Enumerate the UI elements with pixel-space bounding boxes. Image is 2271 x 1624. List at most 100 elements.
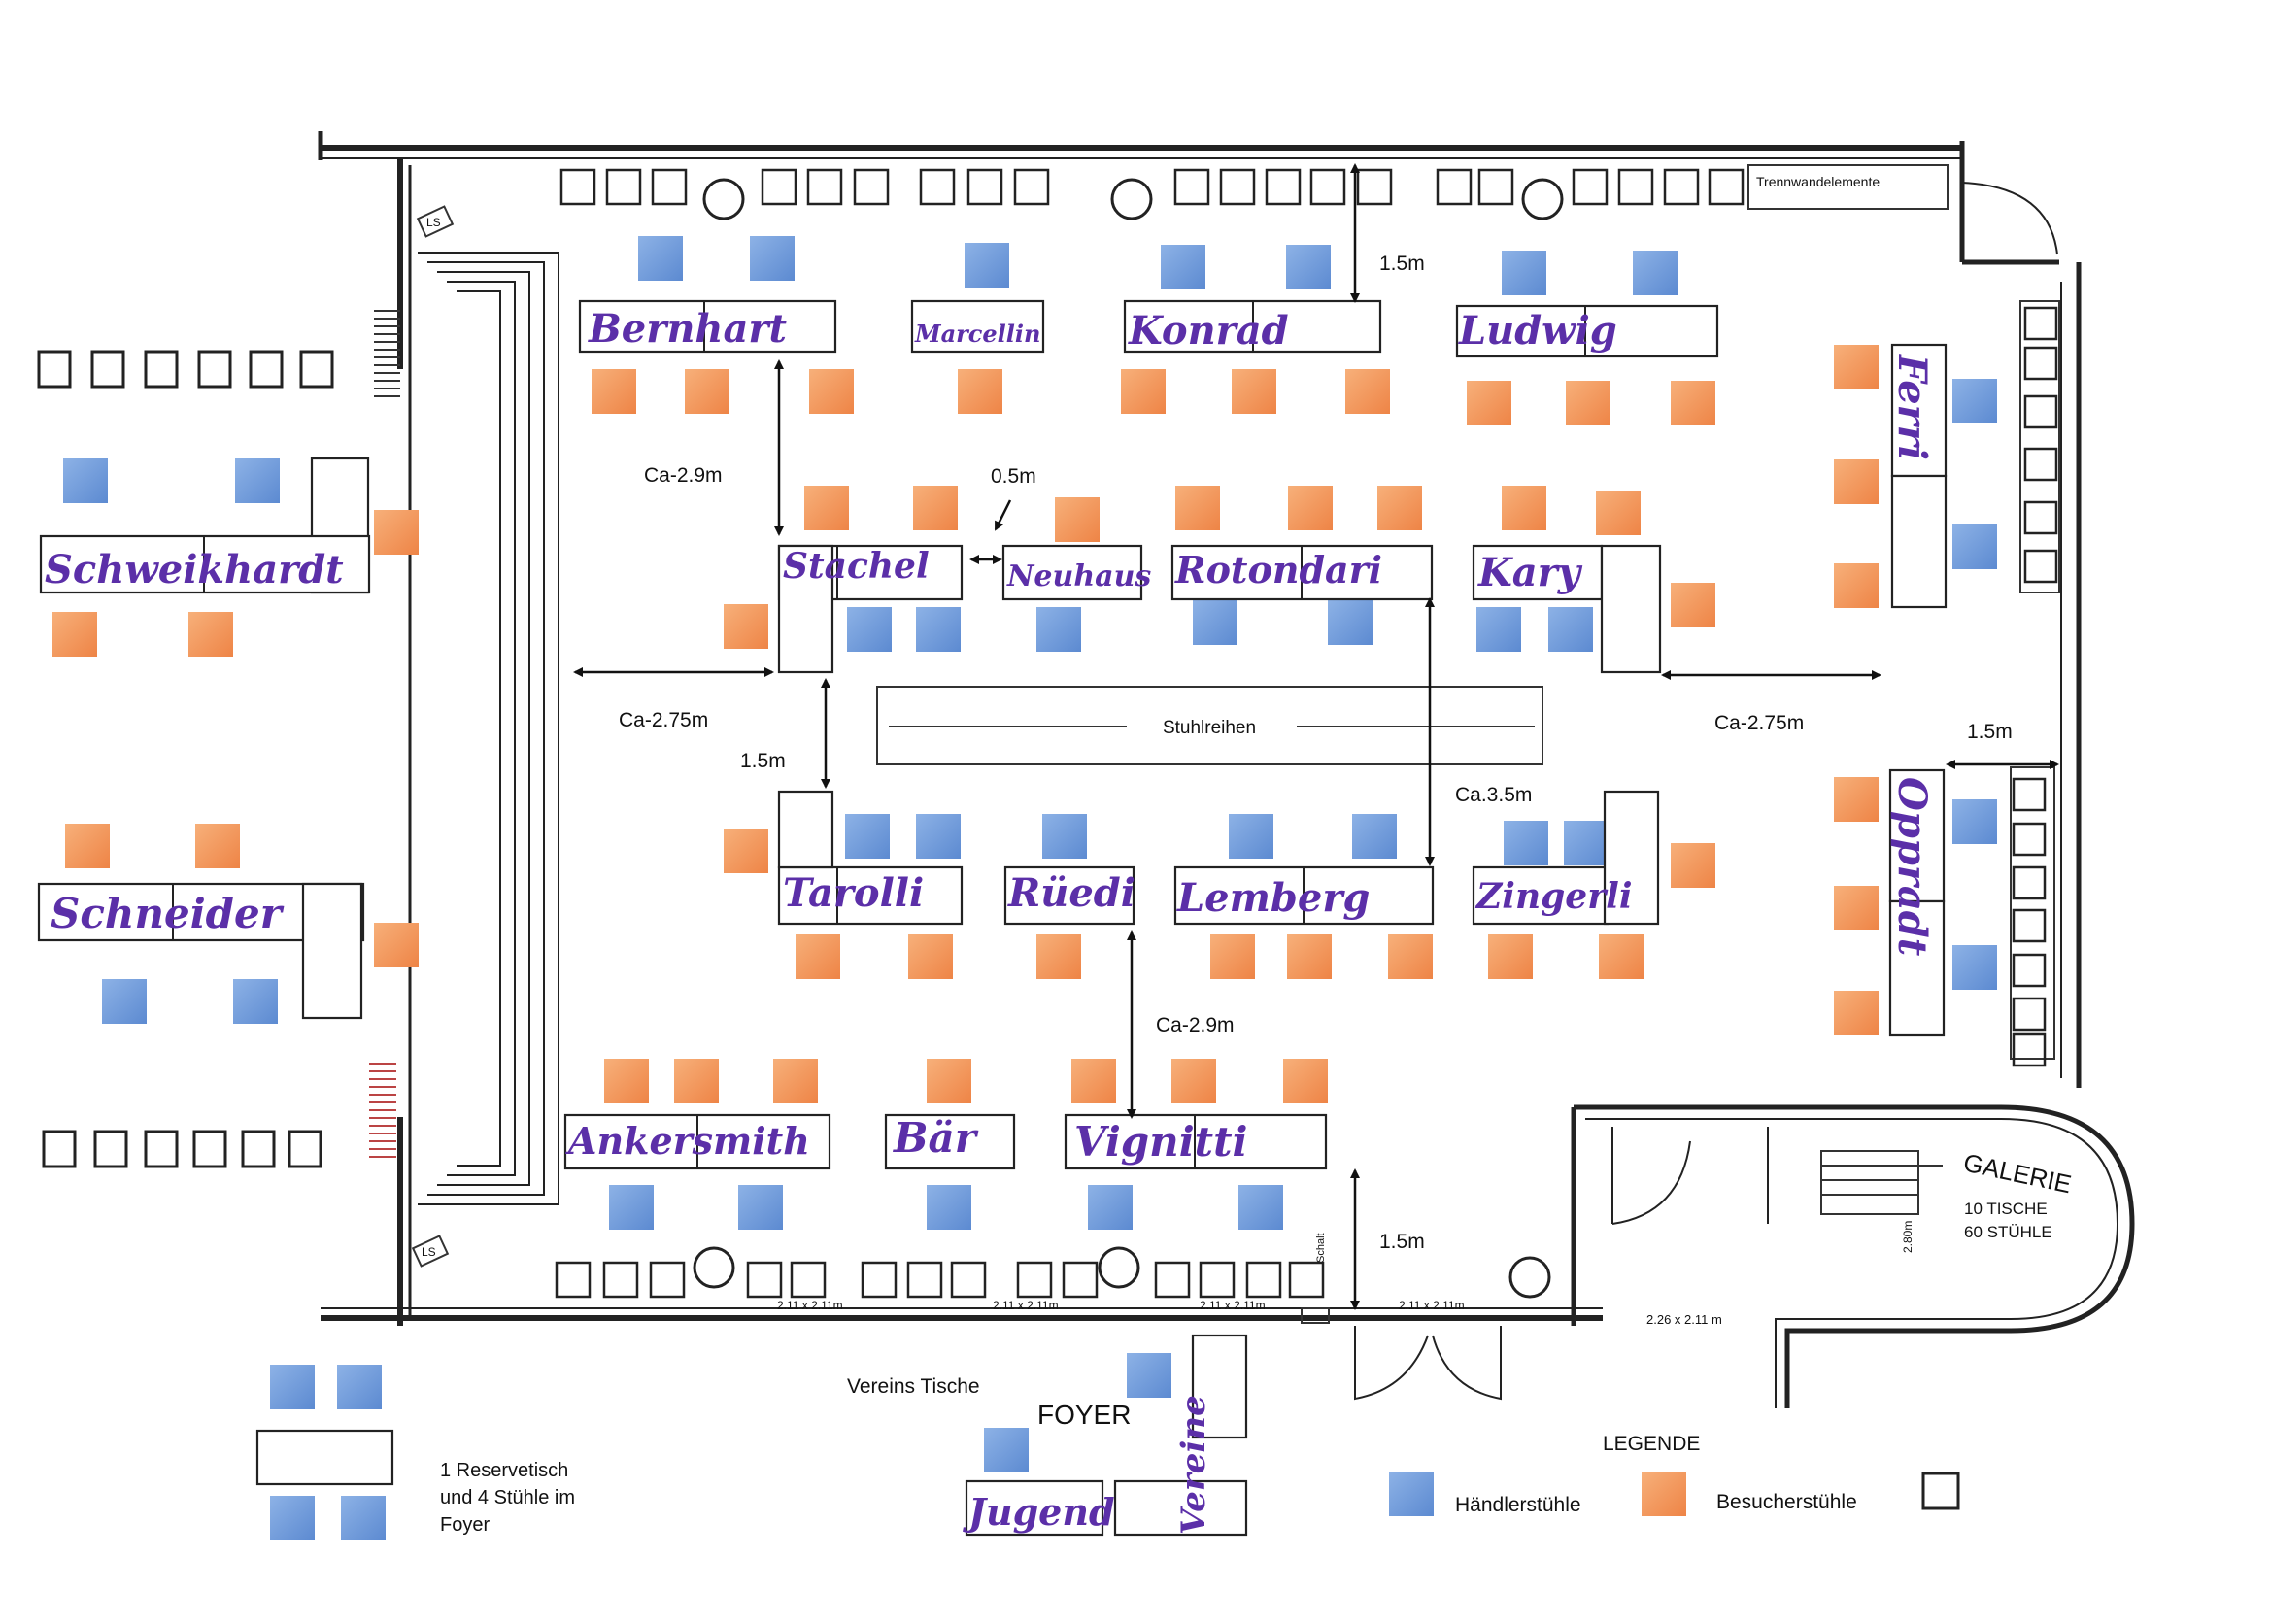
visitor-chair (1071, 1059, 1116, 1103)
column (1098, 1246, 1140, 1289)
dealer-chair (1952, 799, 1997, 844)
empty-chair (249, 350, 284, 389)
exhibitor-bernhart: Bernhart (588, 306, 787, 352)
visitor-chair (804, 486, 849, 530)
visitor-chair (1596, 491, 1641, 535)
wall-chair (605, 168, 642, 206)
dealer-chair (927, 1185, 971, 1230)
visitor-chair (1283, 1059, 1328, 1103)
galerie-dim: 2.80m (1901, 1221, 1915, 1253)
dealer-chair (270, 1365, 315, 1409)
dealer-chair (1952, 945, 1997, 990)
wall-chair (1572, 168, 1609, 206)
dealer-chair (1476, 607, 1521, 652)
hall-walls (318, 131, 2135, 1408)
visitor-chair (724, 829, 768, 873)
exhibitor-table (1888, 768, 1946, 903)
column (1110, 178, 1153, 220)
wall-chair (1309, 168, 1346, 206)
measure-gap-1-5-mid: 1.5m (740, 750, 786, 772)
exhibitor-table (910, 299, 1045, 354)
wall-chair (950, 1261, 987, 1299)
ls-bottom-label: LS (422, 1245, 436, 1259)
exhibitor-table (1003, 865, 1136, 926)
dealer-chair (638, 236, 683, 281)
visitor-chair (52, 612, 97, 657)
wall-chair (919, 168, 956, 206)
dealer-chair (750, 236, 795, 281)
visitor-chair (1210, 934, 1255, 979)
wall-chair (2012, 822, 2047, 857)
visitor-chair (1232, 369, 1276, 414)
exhibitor-marcellin: Marcellin (914, 320, 1040, 348)
dealer-chair (1161, 245, 1205, 289)
legend-visitor-label: Besucherstühle (1716, 1491, 1857, 1513)
visitor-chair (1388, 934, 1433, 979)
dealer-chair (1229, 814, 1273, 859)
visitor-chair (1287, 934, 1332, 979)
visitor-chair (1671, 583, 1715, 627)
dealer-chair (235, 458, 280, 503)
chairs-layer (52, 236, 1997, 1540)
wall-chair (2023, 394, 2058, 429)
visitor-chair (1834, 563, 1879, 608)
door-dim: 2.26 x 2.11 m (1646, 1312, 1722, 1327)
visitor-chair (374, 510, 419, 555)
trennwand-box: Trennwandelemente (1747, 164, 1949, 210)
wall-chair (1219, 168, 1256, 206)
galerie-tables: 10 TISCHE (1964, 1200, 2048, 1218)
galerie-title: GALERIE (1961, 1148, 2074, 1200)
visitor-chair (1377, 486, 1422, 530)
exhibitor-ruedi: Rüedi (1007, 870, 1136, 916)
visitor-chair (1121, 369, 1166, 414)
measure-gap-0-5: 0.5m (991, 465, 1036, 488)
dealer-chair (1193, 600, 1237, 645)
exhibitor-table (1113, 1479, 1248, 1537)
bottom-wall-chairs (555, 1261, 1325, 1299)
ls-markers: LS LS Schalt (411, 205, 1330, 1324)
dealer-chair (1088, 1185, 1133, 1230)
exhibitor-table (1472, 544, 1604, 601)
legend-title: LEGENDE (1603, 1433, 1700, 1455)
exhibitor-rotondari: Rotondari (1174, 548, 1382, 592)
exhibitor-table (777, 865, 964, 926)
visitor-chair (1834, 886, 1879, 930)
visitor-chair (685, 369, 729, 414)
visitor-chair (65, 824, 110, 868)
exhibitor-table (578, 299, 837, 354)
exhibitor-table (301, 882, 363, 1020)
empty-chair (93, 1130, 128, 1168)
exhibitor-jugend: Jugend (963, 1490, 1115, 1534)
wall-chair (1288, 1261, 1325, 1299)
measure-ca-2-75-left: Ca-2.75m (619, 709, 708, 731)
dealer-chair (1952, 379, 1997, 423)
visitor-chair (1288, 486, 1333, 530)
visitor-chair (1566, 381, 1610, 425)
visitor-chair (604, 1059, 649, 1103)
window-dimensions: 2.11 x 2.11m 2.11 x 2.11m 2.11 x 2.11m 2… (777, 1299, 1722, 1327)
top-wall-chairs (559, 168, 1745, 206)
wall-chair (790, 1261, 827, 1299)
dealer-chair (1328, 600, 1373, 645)
schalter-label: Schalt (1315, 1233, 1327, 1263)
exhibitor-lemberg: Lemberg (1176, 875, 1370, 921)
wall-chair (1016, 1261, 1053, 1299)
visitor-chair (1036, 934, 1081, 979)
legend-dealer-label: Händlerstühle (1455, 1494, 1581, 1516)
exhibitor-table (1890, 343, 1948, 478)
empty-chair (299, 350, 334, 389)
wall-chair (2012, 865, 2047, 900)
column (1521, 178, 1564, 220)
visitor-chair (188, 612, 233, 657)
visitor-chair (913, 486, 958, 530)
exhibitor-table (777, 790, 834, 869)
dealer-chair (916, 814, 961, 859)
reserve-note-line-3: Foyer (440, 1514, 490, 1536)
visitor-chair (592, 369, 636, 414)
empty-chair (144, 1130, 179, 1168)
exhibitor-names: Bernhart Marcellin Konrad Ludwig Ferri S… (45, 306, 1935, 1535)
visitor-chair (908, 934, 953, 979)
column (1508, 1256, 1551, 1299)
wall-chair (1199, 1261, 1236, 1299)
